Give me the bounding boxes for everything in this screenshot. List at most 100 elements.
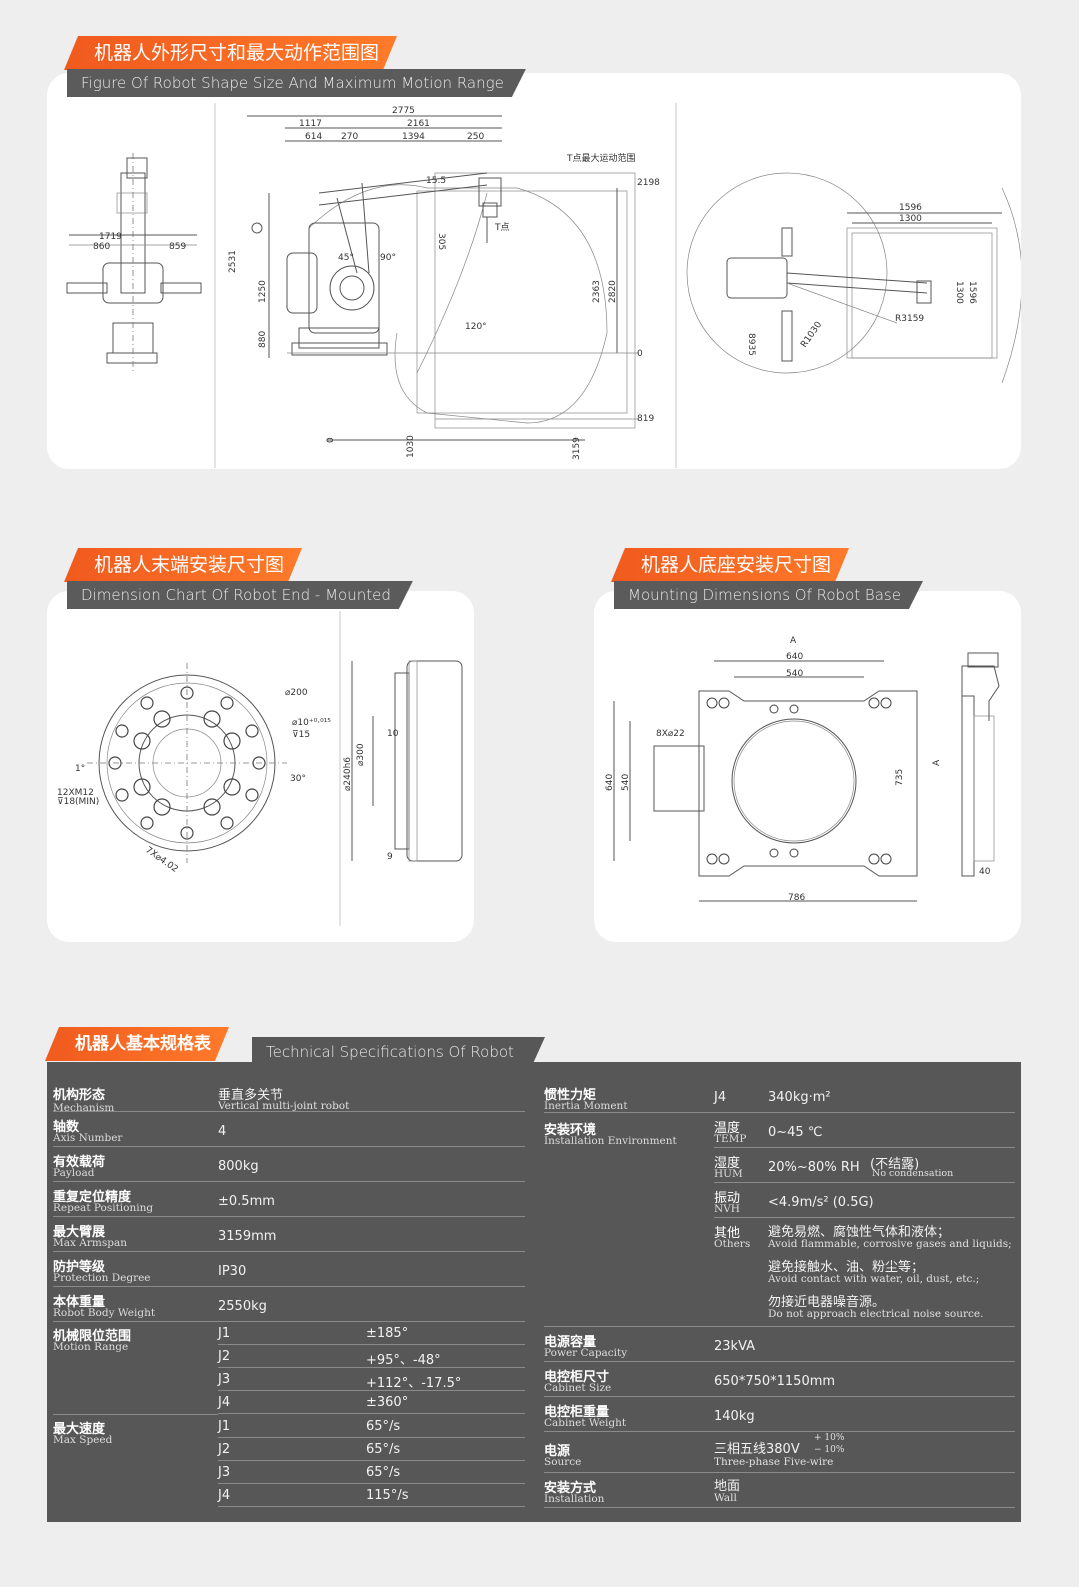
dim-2198: 2198: [637, 178, 660, 188]
angle-90: 90°: [380, 253, 396, 263]
env-temp-row: 温度 TEMP 0~45 ℃: [714, 1113, 1015, 1148]
dim-1117: 1117: [299, 119, 322, 129]
dim-1250: 1250: [258, 280, 268, 303]
spec-row-repeat: 重复定位精度 Repeat Positioning ±0.5mm: [53, 1182, 525, 1217]
label-540-left: 540: [621, 774, 631, 791]
dim-0-right: 0: [637, 349, 643, 359]
top-r3159: R3159: [895, 314, 924, 324]
spec-row-inertia: 惯性力矩 Inertia Moment J4 340kg·m²: [544, 1078, 1015, 1113]
dim-880: 880: [258, 331, 268, 348]
label-d18: ⊽18(MIN): [57, 797, 99, 807]
side-dim-859: 859: [169, 242, 186, 252]
env-hum-row: 湿度 HUM 20%~80% RH (不结露) No condensation: [714, 1148, 1015, 1183]
robot-shape-drawings: 1719 860 859 2775 1117 2161 614 270 1394…: [66, 103, 1021, 468]
dim-270: 270: [341, 132, 358, 142]
motion-row: J1 ±185°: [218, 1322, 525, 1345]
label-a-top: A: [790, 636, 797, 646]
env-others-row: 其他 Others 避免易燃、腐蚀性气体和液体； Avoid flammable…: [544, 1218, 1015, 1327]
label-735: 735: [895, 769, 905, 786]
angle-120: 120°: [465, 322, 487, 332]
speed-row: J1 65°/s: [218, 1415, 525, 1438]
label-10: 10: [387, 729, 399, 739]
spec-row-axis: 轴数 Axis Number 4: [53, 1112, 525, 1147]
t-range-label: T点最大运动范围: [566, 152, 636, 164]
dim-3159: 3159: [572, 437, 582, 460]
spec-row-mechanism: 机构形态 Mechanism 垂直多关节 Vertical multi-join…: [53, 1078, 525, 1114]
section2-title-en: Dimension Chart Of Robot End - Mounted: [67, 581, 413, 609]
label-40: 40: [979, 867, 991, 877]
label-1deg: 1°: [75, 764, 85, 774]
label-d200: ⌀200: [285, 688, 308, 698]
label-d300: ⌀300: [356, 743, 366, 766]
spec-row-cabinet-size: 电控柜尺寸 Cabinet Size 650*750*1150mm: [544, 1362, 1015, 1397]
env-en: Installation Environment: [544, 1135, 677, 1147]
dim-2363: 2363: [592, 280, 602, 303]
motion-range-cn: 机械限位范围: [53, 1329, 132, 1344]
dim-250: 250: [467, 132, 484, 142]
top-dim-1596: 1596: [899, 203, 922, 213]
dim-2531: 2531: [228, 250, 238, 273]
spec-row-installation: 安装方式 Installation 地面 Wall: [544, 1473, 1015, 1508]
env-nvh-row: 振动 NVH <4.9m/s² (0.5G): [714, 1183, 1015, 1218]
label-30deg: 30°: [290, 774, 306, 784]
section3-title-en: Mounting Dimensions Of Robot Base: [614, 581, 923, 609]
base-plan-view: A 640 540 8X⌀22 640 540 735 786: [605, 636, 918, 903]
label-786: 786: [788, 893, 805, 903]
end-mounted-drawing: ⌀200 ⌀10⁺⁰·⁰¹⁵ ⊽15 1° 12XM12 ⊽18(MIN) 30…: [57, 611, 463, 926]
motion-row: J4 ±360°: [218, 1391, 525, 1414]
angle-45: 45°: [338, 253, 354, 263]
dim-2820: 2820: [608, 280, 618, 303]
motion-row: J2 +95°、-48°: [218, 1345, 525, 1368]
motion-range-card: [47, 73, 1021, 469]
top-dim-1300v: 1300: [954, 281, 964, 304]
env-cn: 安装环境: [544, 1123, 597, 1138]
dim-2775: 2775: [392, 106, 415, 116]
label-9: 9: [387, 852, 393, 862]
section1-title-en: Figure Of Robot Shape Size And Maximum M…: [67, 69, 526, 97]
label-d15: ⊽15: [292, 730, 310, 740]
spec-row-payload: 有效载荷 Payload 800kg: [53, 1147, 525, 1182]
label-a-side: A: [932, 759, 942, 766]
top-dim-8935: 8935: [746, 333, 756, 356]
top-view-drawing: 1596 1300 1300 1596 R3159 R1030 8935: [686, 172, 1021, 384]
section1-title-cn: 机器人外形尺寸和最大动作范围图: [64, 36, 397, 70]
max-speed-en: Max Speed: [53, 1434, 113, 1446]
dim-1030: 1030: [406, 435, 416, 458]
dim-2161: 2161: [407, 119, 430, 129]
end-mounted-card: [47, 591, 474, 942]
motion-row: J3 +112°、-17.5°: [218, 1368, 525, 1391]
top-r1030: R1030: [799, 320, 824, 350]
spec-row-protection: 防护等级 Protection Degree IP30: [53, 1252, 525, 1287]
specs-table: 机构形态 Mechanism 垂直多关节 Vertical multi-join…: [47, 1062, 1021, 1522]
side-dim-860: 860: [93, 242, 110, 252]
speed-row: J2 65°/s: [218, 1438, 525, 1461]
flange-front-view: ⌀200 ⌀10⁺⁰·⁰¹⁵ ⊽15 1° 12XM12 ⊽18(MIN) 30…: [57, 663, 331, 875]
spec-row-power: 电源容量 Power Capacity 23kVA: [544, 1327, 1015, 1362]
dim-0-bottom: 0: [326, 437, 336, 443]
base-mount-drawing: A 640 540 8X⌀22 640 540 735 786 A 40: [605, 636, 1000, 903]
dim-1394: 1394: [402, 132, 425, 142]
label-12xm12: 12XM12: [57, 788, 94, 798]
spec-row-armspan: 最大臂展 Max Armspan 3159mm: [53, 1217, 525, 1252]
section2-title-cn: 机器人末端安装尺寸图: [64, 548, 302, 582]
spec-row-weight: 本体重量 Robot Body Weight 2550kg: [53, 1287, 525, 1322]
t-point-label: T点: [494, 222, 510, 233]
dim-15-5: 15.5: [426, 176, 446, 186]
label-640-top: 640: [786, 652, 803, 662]
spec-row-source: 电源 Source 三相五线380V + 10% − 10% Three-pha…: [544, 1432, 1015, 1473]
label-d10: ⌀10⁺⁰·⁰¹⁵: [292, 718, 331, 728]
speed-row: J3 65°/s: [218, 1461, 525, 1484]
top-dim-1300: 1300: [899, 214, 922, 224]
motion-range-en: Motion Range: [53, 1341, 129, 1353]
flange-side-view: ⌀240h6 ⌀300 10 9: [343, 660, 463, 862]
top-dim-1596v: 1596: [967, 281, 977, 304]
dim-819: 819: [637, 414, 654, 424]
label-640-left: 640: [605, 774, 615, 791]
dim-614: 614: [305, 132, 322, 142]
base-side-view: A 40: [932, 652, 1000, 877]
speed-row: J4 115°/s: [218, 1484, 525, 1507]
base-mount-card: [594, 591, 1021, 942]
max-speed-cn: 最大速度: [53, 1422, 106, 1437]
section3-title-cn: 机器人底座安装尺寸图: [611, 548, 849, 582]
main-elevation-drawing: 2775 1117 2161 614 270 1394 250 T点最大运动范围…: [228, 106, 660, 460]
